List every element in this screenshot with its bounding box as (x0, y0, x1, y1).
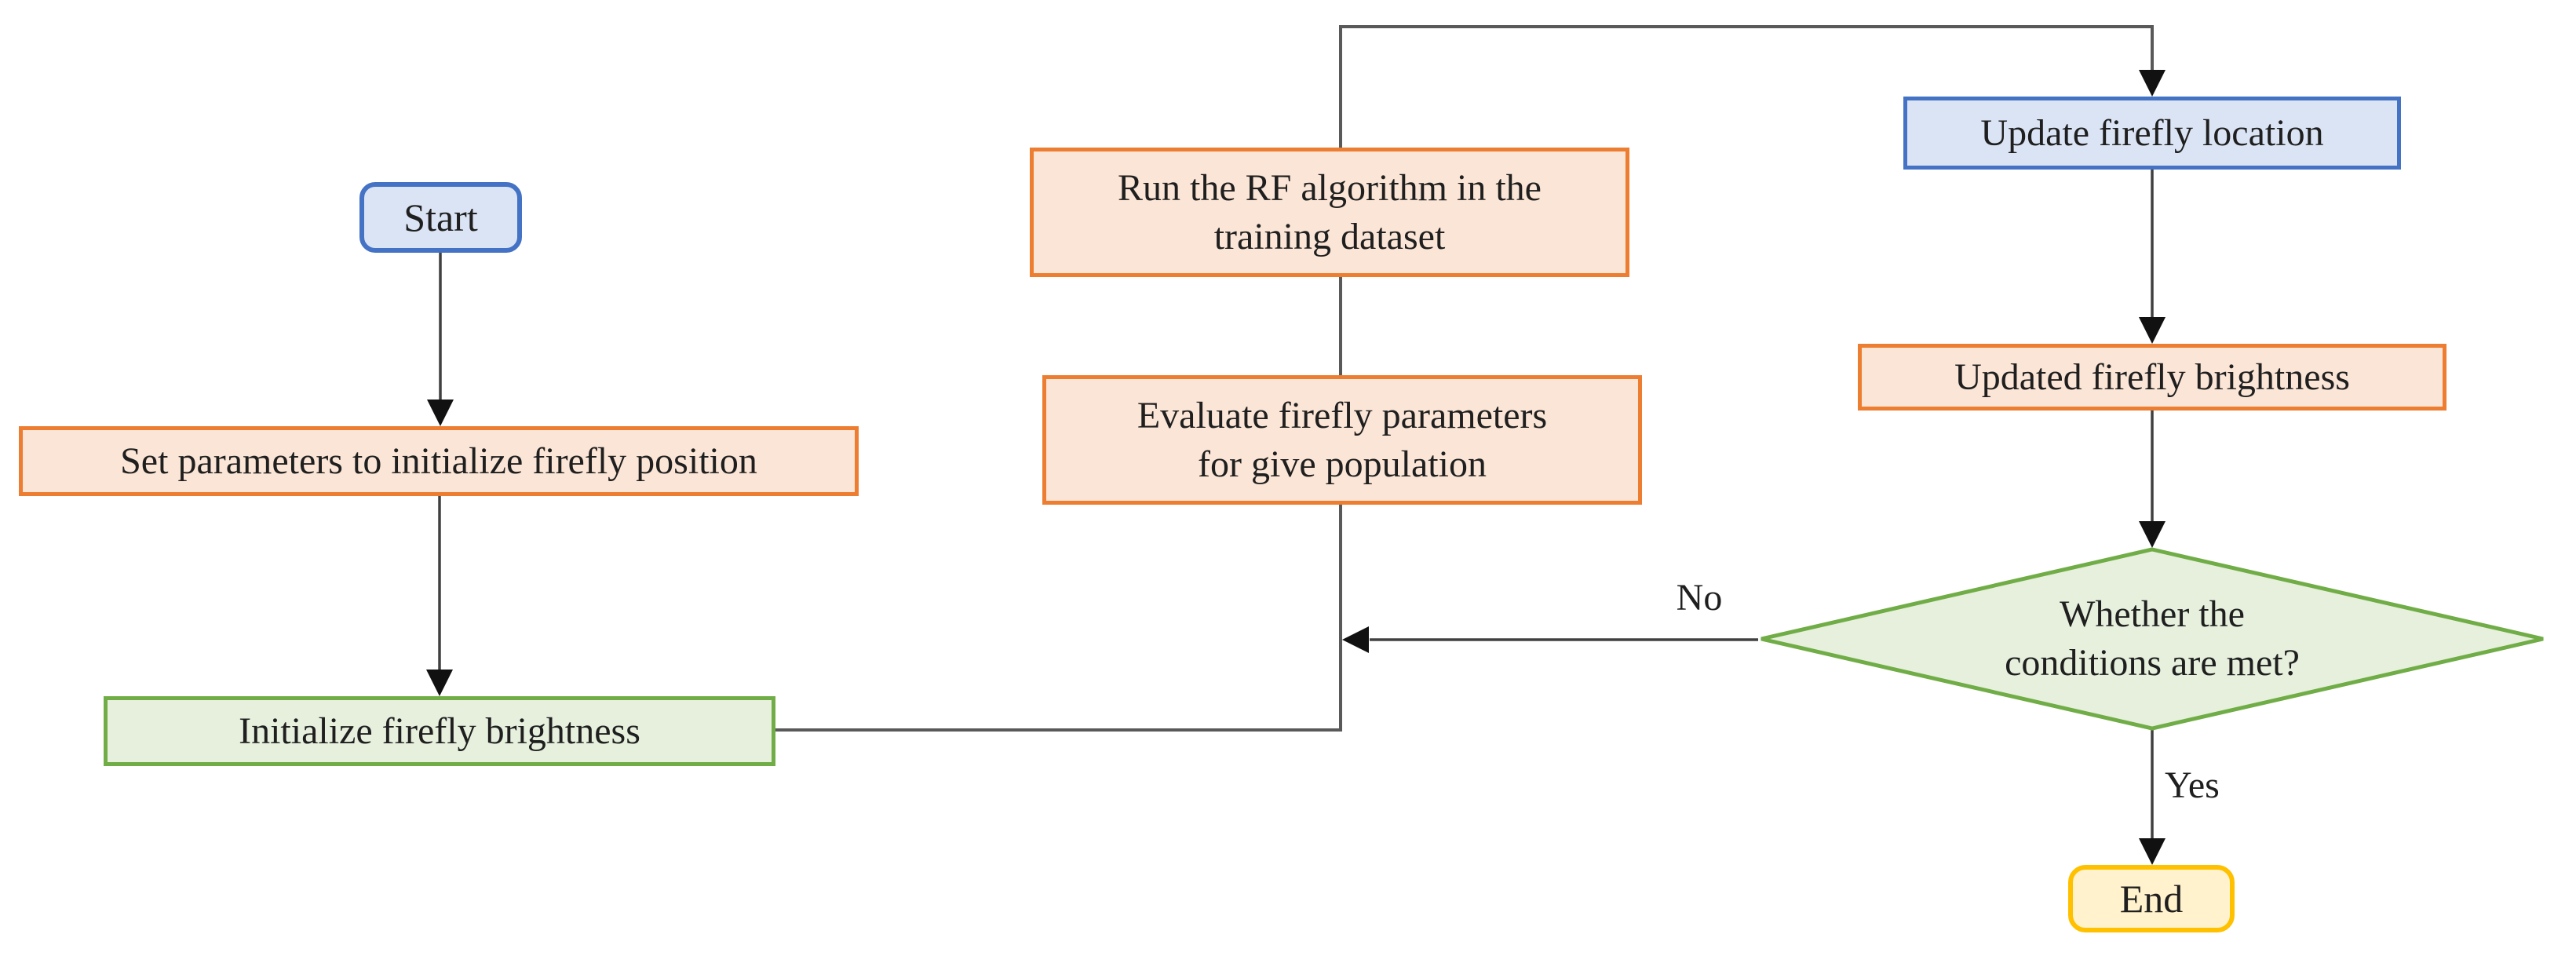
arrowhead-down-icon (2139, 70, 2166, 97)
connector-condition-no-feedback (1342, 626, 1758, 653)
node-condition-shape (1761, 547, 2544, 731)
node-condition-label-line2: conditions are met? (2005, 642, 2300, 684)
edge-label-no: No (1676, 577, 1723, 618)
arrowhead-down-icon (2139, 521, 2166, 548)
node-update-location: Update firefly location (1903, 97, 2401, 170)
arrowhead-down-icon (427, 400, 454, 426)
connector-condition-to-end-yes (2139, 729, 2166, 865)
connector-polyline (775, 25, 2154, 732)
node-initialize-brightness-label: Initialize firefly brightness (239, 710, 640, 752)
connector-update-location-to-updated-brightness (2139, 170, 2166, 344)
node-set-parameters-label: Set parameters to initialize firefly pos… (120, 440, 757, 482)
edge-label-yes: Yes (2165, 764, 2220, 806)
arrowhead-down-icon (426, 670, 453, 696)
node-run-rf-algorithm: Run the RF algorithm in the training dat… (1030, 148, 1629, 277)
arrowhead-down-icon (2139, 317, 2166, 344)
node-evaluate-parameters: Evaluate firefly parameters for give pop… (1042, 375, 1642, 505)
connector-loop-initialize-to-update-location (775, 25, 2166, 732)
node-initialize-brightness: Initialize firefly brightness (104, 696, 775, 766)
node-condition-label-line1: Whether the (2060, 593, 2245, 635)
arrowhead-left-icon (1342, 626, 1369, 653)
connector-start-to-set-parameters (427, 253, 454, 426)
connector-set-parameters-to-initialize (426, 496, 453, 696)
node-condition: Whether the conditions are met? (1758, 546, 2546, 732)
node-run-rf-algorithm-label-line2: training dataset (1213, 215, 1446, 257)
node-updated-brightness: Updated firefly brightness (1858, 344, 2446, 410)
node-update-location-label: Update firefly location (1980, 111, 2324, 154)
node-evaluate-parameters-label-line1: Evaluate firefly parameters (1137, 394, 1548, 436)
diamond-shape (1761, 547, 2544, 731)
connector-updated-brightness-to-condition (2139, 410, 2166, 548)
node-updated-brightness-label: Updated firefly brightness (1954, 356, 2350, 398)
arrowhead-down-icon (2139, 838, 2166, 865)
node-end-label: End (2119, 877, 2184, 921)
node-start-label: Start (403, 195, 478, 239)
node-end: End (2068, 865, 2235, 932)
node-run-rf-algorithm-label-line1: Run the RF algorithm in the (1118, 166, 1542, 209)
node-start: Start (359, 182, 522, 253)
node-evaluate-parameters-label-line2: for give population (1198, 443, 1487, 485)
node-set-parameters: Set parameters to initialize firefly pos… (19, 426, 859, 496)
